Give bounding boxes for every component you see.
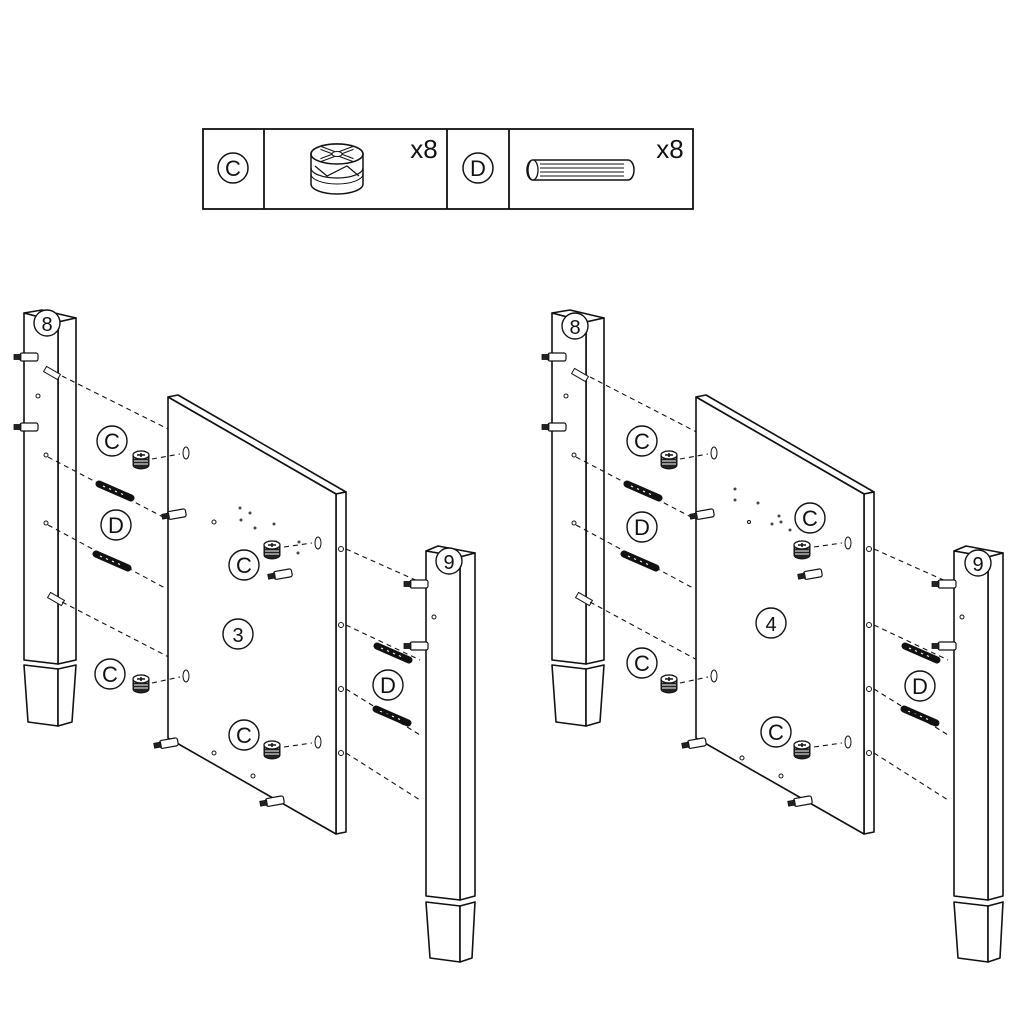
wooden-dowel-icon xyxy=(526,159,635,181)
leg-number-9: 9 xyxy=(443,552,454,574)
assembly-panel-4: 8 4 xyxy=(541,309,1004,963)
left-leg-8: 8 xyxy=(13,309,77,727)
panel-4: 4 xyxy=(695,394,875,835)
leg-number-9: 9 xyxy=(972,554,983,576)
callout-d: D xyxy=(912,674,928,699)
legend-d-circle xyxy=(462,152,494,184)
callout-d: D xyxy=(108,513,124,538)
callout-c: C xyxy=(236,553,252,578)
parts-legend: C x8 D x8 xyxy=(202,128,694,210)
callout-c: C xyxy=(104,429,120,454)
right-leg-9: 9 xyxy=(931,545,1004,963)
leg-number-8: 8 xyxy=(41,314,52,336)
panel-3: 3 xyxy=(167,394,347,835)
legend-c-circle xyxy=(217,152,249,184)
legend-c-letter: C xyxy=(225,156,241,181)
callout-d: D xyxy=(634,515,650,540)
cam-lock-icon xyxy=(310,143,364,195)
panel-number-4: 4 xyxy=(765,614,776,636)
legend-c-qty: x8 xyxy=(410,134,437,164)
callout-c: C xyxy=(236,723,252,748)
legend-d-letter: D xyxy=(470,156,486,181)
callout-d: D xyxy=(380,673,396,698)
assembly-panel-3: 8 3 xyxy=(13,309,476,963)
callout-c: C xyxy=(768,720,784,745)
legend-d-qty: x8 xyxy=(656,134,683,164)
callout-c: C xyxy=(102,662,118,687)
callout-c: C xyxy=(634,429,650,454)
callout-c: C xyxy=(802,506,818,531)
callout-c: C xyxy=(634,651,650,676)
panel-number-3: 3 xyxy=(232,625,243,647)
leg-number-8: 8 xyxy=(569,317,580,339)
right-leg-9: 9 xyxy=(403,545,476,963)
left-leg-8: 8 xyxy=(541,309,605,727)
